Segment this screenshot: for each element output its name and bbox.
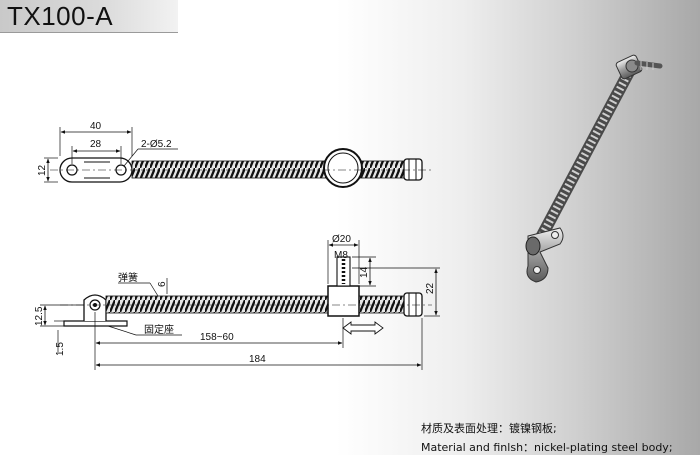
end-nut-top — [403, 158, 423, 181]
base-plate — [63, 320, 128, 327]
spring-top — [131, 160, 329, 179]
dim-m8: M8 — [334, 250, 348, 261]
dim-14: 14 — [359, 266, 370, 278]
title-bar: TX100-A — [0, 0, 178, 33]
material-note-en: Material and finlsh：nickel-plating steel… — [421, 441, 673, 454]
end-nut-side — [403, 292, 423, 317]
ring-top — [323, 148, 363, 188]
dim-22: 22 — [425, 282, 436, 294]
spring-side — [105, 295, 329, 314]
dim-28: 28 — [90, 139, 102, 150]
dim-158-60: 158~60 — [200, 332, 234, 343]
stroke-arrow — [342, 321, 384, 335]
product-title: TX100-A — [7, 1, 114, 31]
dim-dia-20: Ø20 — [332, 234, 351, 245]
slider-block — [327, 285, 360, 317]
dim-40: 40 — [90, 121, 102, 132]
side-view: Ø20 M8 14 22 6 弹簧 12.5 1.5 固定座 — [34, 234, 440, 370]
top-view: 40 28 2-Ø5.2 12 — [37, 121, 432, 188]
dim-12: 12 — [37, 164, 48, 176]
dim-1-5: 1.5 — [55, 342, 66, 356]
dim-12-5: 12.5 — [34, 306, 45, 326]
label-fixed-base: 固定座 — [144, 323, 174, 336]
product-photo — [525, 54, 663, 283]
dim-184: 184 — [249, 354, 266, 365]
dim-6: 6 — [157, 281, 168, 287]
dim-hole-dia: 2-Ø5.2 — [141, 139, 172, 150]
material-note-cn: 材质及表面处理：镀镍钢板; — [421, 422, 557, 435]
label-spring: 弹簧 — [118, 271, 138, 284]
